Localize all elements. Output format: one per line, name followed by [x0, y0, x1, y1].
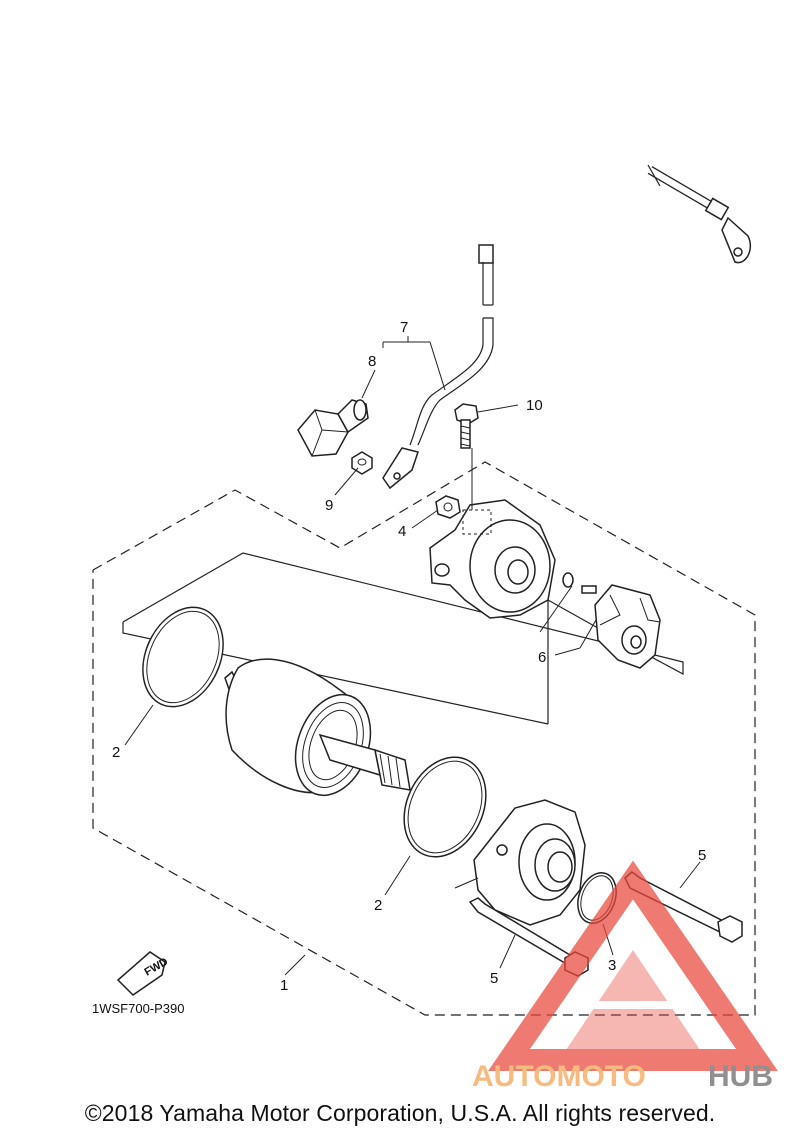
nut-9	[351, 451, 373, 475]
callout-7: 7	[400, 319, 408, 336]
o-ring-left	[142, 606, 224, 708]
callout-9: 9	[325, 497, 333, 514]
diagram-code: 1WSF700-P390	[92, 1001, 185, 1016]
terminal-cap	[297, 399, 369, 457]
nut-4	[435, 495, 461, 519]
callout-5-right: 5	[698, 847, 706, 864]
leader-lines	[124, 336, 701, 976]
callout-5-left: 5	[490, 970, 498, 987]
o-ring-right	[403, 756, 487, 858]
automotohub-watermark-logo: AUTOMOTO HUB	[472, 860, 778, 1093]
callout-3: 3	[608, 957, 616, 974]
rear-cover	[429, 499, 556, 619]
callout-6: 6	[538, 649, 546, 666]
bolt-10	[454, 403, 479, 449]
callout-1: 1	[280, 977, 288, 994]
starter-cable	[382, 133, 752, 490]
copyright-notice: ©2018 Yamaha Motor Corporation, U.S.A. A…	[84, 1100, 716, 1126]
assembly-outline	[92, 461, 756, 1016]
fwd-arrow-icon: FWD	[116, 951, 170, 996]
motor-group-frame-lower	[122, 622, 549, 725]
watermark-text-part2: HUB	[708, 1060, 773, 1093]
callout-10: 10	[526, 397, 543, 414]
callout-2-right: 2	[374, 897, 382, 914]
callout-2-left: 2	[112, 744, 120, 761]
watermark-text-part1: AUTOMOTO	[472, 1060, 646, 1093]
clip-ring	[562, 572, 574, 588]
bolt-group-frame	[454, 877, 479, 889]
callout-4: 4	[398, 523, 406, 540]
brush-holder	[581, 584, 661, 669]
callout-8: 8	[368, 353, 376, 370]
front-cover	[473, 799, 586, 926]
yoke-housing	[224, 658, 411, 797]
